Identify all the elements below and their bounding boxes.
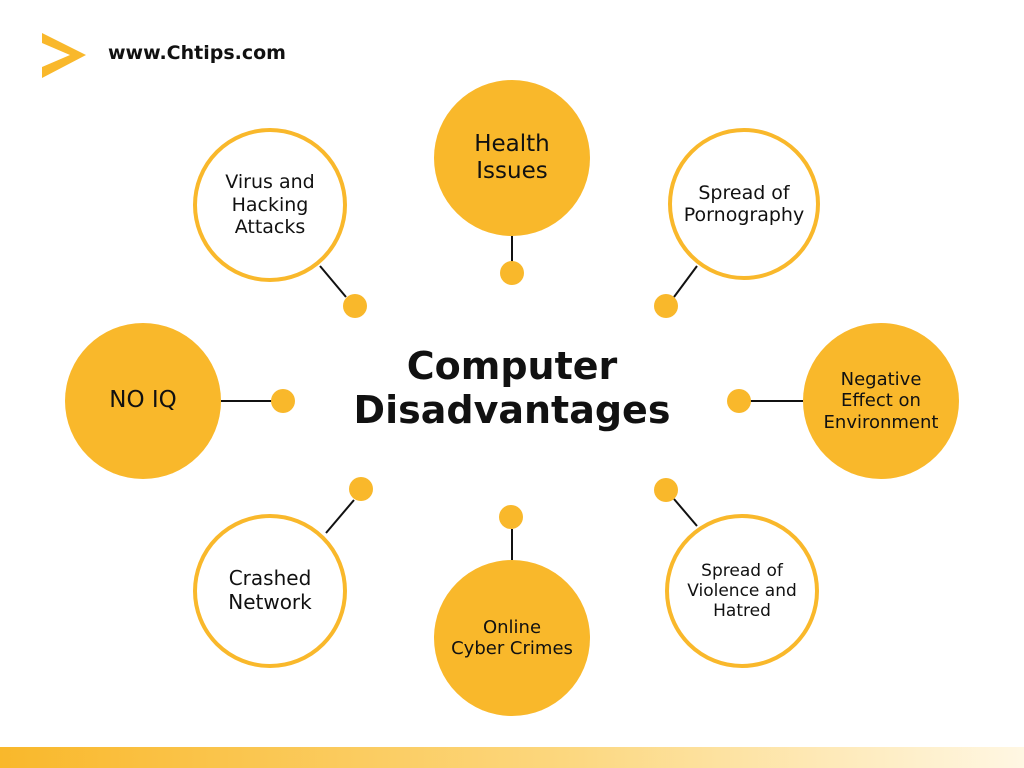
connector-dot-no-iq — [271, 389, 295, 413]
connector-dot-online-cyber-crimes — [499, 505, 523, 529]
connector-dot-negative-effect-on-environment — [727, 389, 751, 413]
bubble-label: Negative Effect on Environment — [823, 369, 939, 433]
connector-dot-virus-hacking — [343, 294, 367, 318]
bubble-spread-of-pornography: Spread of Pornography — [668, 128, 820, 280]
bubble-label: NO IQ — [109, 387, 177, 414]
connector-dot-health-issues — [500, 261, 524, 285]
footer-gradient-bar — [0, 747, 1024, 768]
bubble-label: Crashed Network — [228, 566, 312, 614]
bubble-crashed-network: Crashed Network — [193, 514, 347, 668]
bubble-health-issues: Health Issues — [434, 80, 590, 236]
bubble-negative-effect-on-environment: Negative Effect on Environment — [803, 323, 959, 479]
center-title: Computer Disadvantages — [353, 344, 671, 433]
bubble-label: Virus and Hacking Attacks — [225, 171, 315, 239]
bubble-virus-and-hacking-attacks: Virus and Hacking Attacks — [193, 128, 347, 282]
bubble-spread-of-violence-and-hatred: Spread of Violence and Hatred — [665, 514, 819, 668]
bubble-no-iq: NO IQ — [65, 323, 221, 479]
bubble-label: Health Issues — [474, 130, 550, 184]
bubble-label: Online Cyber Crimes — [451, 616, 573, 659]
chevron-logo-icon — [42, 33, 86, 78]
connector-dot-spread-of-violence — [654, 478, 678, 502]
bubble-label: Spread of Violence and Hatred — [687, 560, 797, 622]
bubble-online-cyber-crimes: Online Cyber Crimes — [434, 560, 590, 716]
site-url[interactable]: www.Chtips.com — [108, 42, 286, 64]
bubble-label: Spread of Pornography — [683, 181, 805, 226]
connector-dot-spread-of-pornography — [654, 294, 678, 318]
connector-dot-crashed-network — [349, 477, 373, 501]
